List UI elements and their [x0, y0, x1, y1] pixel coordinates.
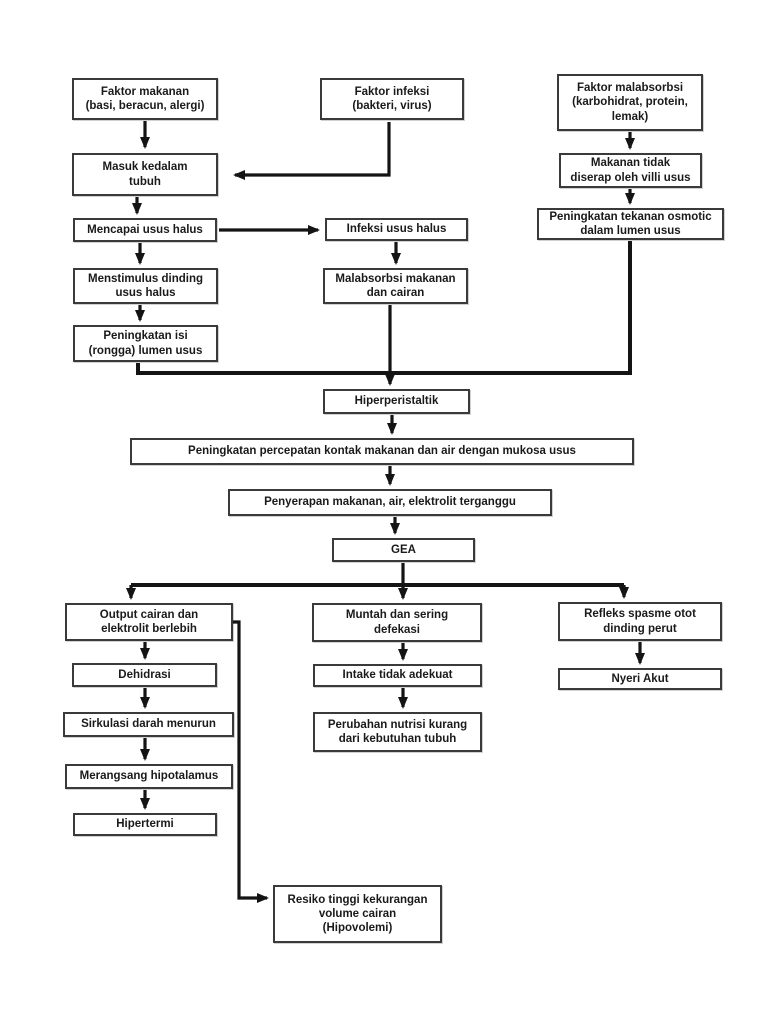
connector-infeksi-to-masuk — [233, 122, 391, 180]
node-hipertermi: Hipertermi — [73, 813, 217, 836]
node-gea: GEA — [332, 538, 475, 562]
node-sirkulasi-darah: Sirkulasi darah menurun — [63, 712, 234, 737]
node-faktor-makanan: Faktor makanan (basi, beracun, alergi) — [72, 78, 218, 120]
node-faktor-malabsorbsi: Faktor malabsorbsi (karbohidrat, protein… — [557, 74, 703, 131]
node-dehidrasi: Dehidrasi — [72, 663, 217, 687]
node-hiperperistaltik: Hiperperistaltik — [323, 389, 470, 414]
connector-merge-left-right — [136, 241, 632, 375]
node-perubahan-nutrisi: Perubahan nutrisi kurang dari kebutuhan … — [313, 712, 482, 752]
node-makanan-tidak-diserap: Makanan tidak diserap oleh villi usus — [559, 153, 702, 188]
node-resiko-hipovolemi: Resiko tinggi kekurangan volume cairan (… — [273, 885, 442, 943]
node-peningkatan-tekanan-osmotic: Peningkatan tekanan osmotic dalam lumen … — [537, 208, 724, 240]
node-peningkatan-percepatan: Peningkatan percepatan kontak makanan da… — [130, 438, 634, 465]
connector-output-to-resiko — [233, 620, 269, 903]
node-faktor-infeksi: Faktor infeksi (bakteri, virus) — [320, 78, 464, 120]
node-refleks-spasme: Refleks spasme otot dinding perut — [558, 602, 722, 641]
node-mencapai-usus-halus: Mencapai usus halus — [73, 218, 217, 242]
node-merangsang-hipotalamus: Merangsang hipotalamus — [65, 764, 233, 789]
node-output-cairan: Output cairan dan elektrolit berlebih — [65, 603, 233, 641]
node-nyeri-akut: Nyeri Akut — [558, 668, 722, 690]
node-masuk-kedalam-tubuh: Masuk kedalam tubuh — [72, 153, 218, 196]
node-peningkatan-isi: Peningkatan isi (rongga) lumen usus — [73, 325, 218, 362]
node-infeksi-usus-halus: Infeksi usus halus — [325, 218, 468, 241]
node-menstimulus-dinding: Menstimulus dinding usus halus — [73, 268, 218, 304]
node-intake-tidak-adekuat: Intake tidak adekuat — [313, 664, 482, 687]
node-muntah-defekasi: Muntah dan sering defekasi — [312, 603, 482, 642]
node-penyerapan-terganggu: Penyerapan makanan, air, elektrolit terg… — [228, 489, 552, 516]
node-malabsorbsi-makanan: Malabsorbsi makanan dan cairan — [323, 268, 468, 304]
